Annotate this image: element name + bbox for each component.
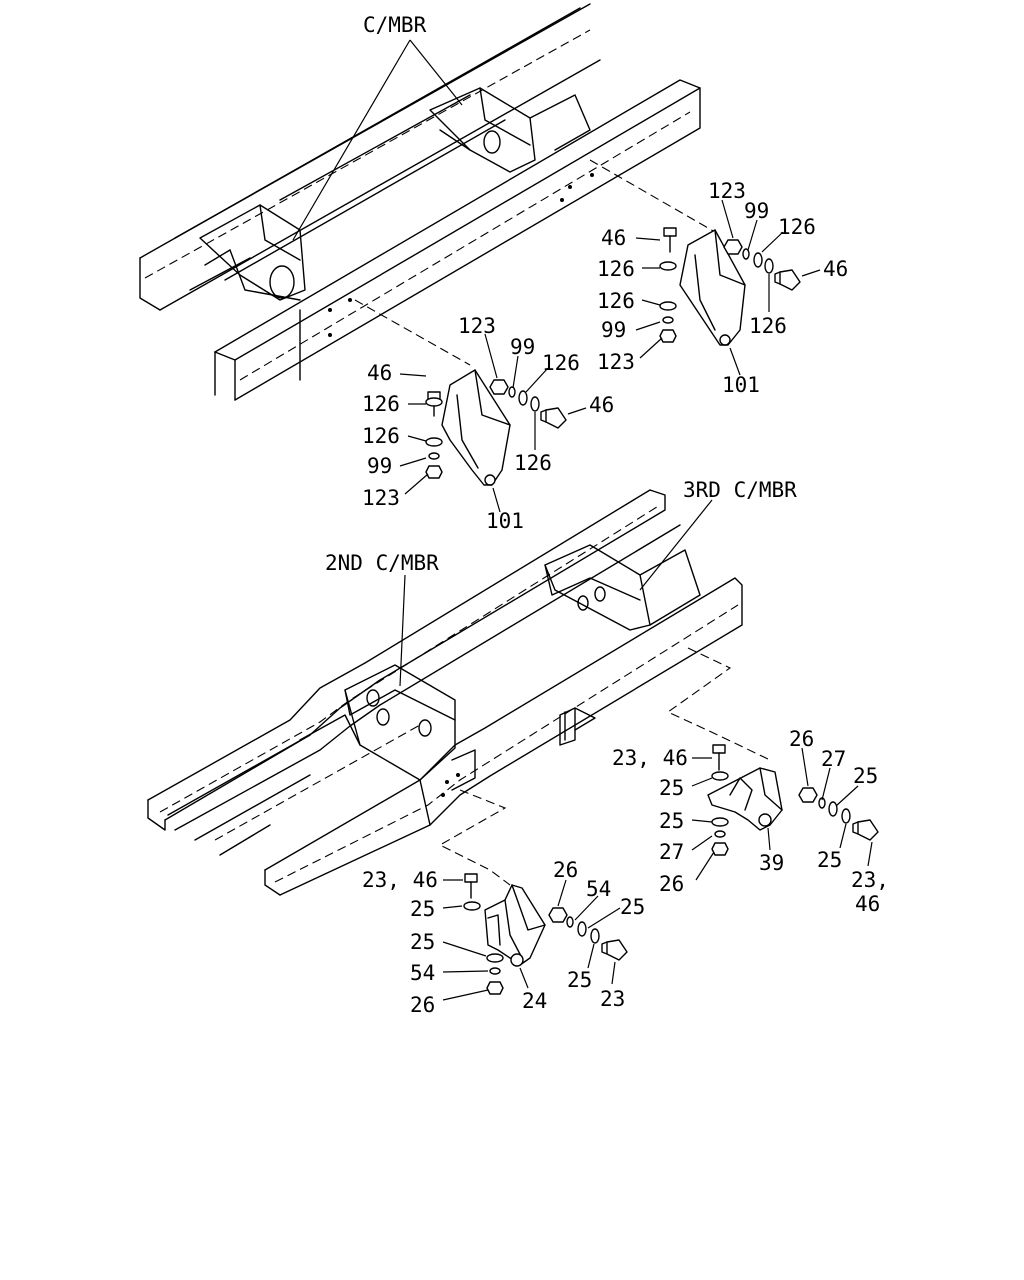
upper-left-washer-left-bottom-label: 126: [362, 424, 400, 448]
lower-right-spring-washer-right-label: 27: [821, 747, 846, 771]
upper-right-washer-left-top-label: 126: [597, 257, 635, 281]
lower-right-bolt-top-label: 23, 46: [612, 746, 688, 770]
cmbr-leader-lines: [292, 39, 463, 241]
upper-left-leaders: [399, 333, 587, 513]
upper-cross-members: [199, 87, 591, 301]
lower-left-washer-top-label: 25: [410, 897, 435, 921]
lower-right-washer-right-label: 25: [853, 764, 878, 788]
lower-right-washer-top-label: 25: [659, 776, 684, 800]
lower-left-bolt-right-label: 23: [600, 987, 625, 1011]
lower-left-bracket: [484, 884, 546, 966]
lower-frame-holes: [441, 773, 460, 797]
upper-left-nut-top-label: 123: [458, 314, 496, 338]
upper-right-spring-washer-bottom-label: 99: [601, 318, 626, 342]
lower-right-bracket-label: 39: [759, 851, 784, 875]
lower-right-washer-right2-label: 25: [817, 848, 842, 872]
upper-right-washer-top-label: 126: [778, 215, 816, 239]
upper-right-guide-line: [589, 159, 716, 233]
upper-left-washer-left-top-label: 126: [362, 392, 400, 416]
lower-right-bracket-assembly: [707, 744, 879, 856]
lower-left-leaders: [442, 879, 621, 1001]
upper-left-bolt-right-label: 46: [589, 393, 614, 417]
lower-left-bracket-assembly: [463, 873, 628, 995]
upper-left-washer-top-label: 126: [542, 351, 580, 375]
lower-right-spring-washer-label: 27: [659, 840, 684, 864]
cmbr-label: C/MBR: [363, 13, 427, 37]
upper-frame-holes: [328, 173, 594, 337]
upper-right-nut-top-label: 123: [708, 179, 746, 203]
upper-left-bracket-assembly: [425, 369, 567, 486]
upper-left-nut-bottom-label: 123: [362, 486, 400, 510]
upper-right-nut-bottom-label: 123: [597, 350, 635, 374]
third-cmbr-label: 3RD C/MBR: [683, 478, 797, 502]
lower-left-nut-bottom-label: 26: [410, 993, 435, 1017]
upper-left-spring-washer-bottom-label: 99: [367, 454, 392, 478]
lower-left-bracket-label: 24: [522, 989, 547, 1013]
lower-right-nut-bottom-label: 26: [659, 872, 684, 896]
lower-left-washer-right2-label: 25: [567, 968, 592, 992]
upper-right-bracket-label: 101: [722, 373, 760, 397]
upper-left-washer-right-label: 126: [514, 451, 552, 475]
lower-left-guide-line: [438, 789, 511, 886]
lower-right-guide-line: [666, 647, 771, 761]
upper-right-leaders: [635, 199, 821, 376]
lower-right-bolt-right-label-a: 23,: [851, 868, 889, 892]
upper-right-washer-left-bottom-label: 126: [597, 289, 635, 313]
upper-left-bolt-top-label: 46: [367, 361, 392, 385]
lower-right-leaders: [691, 747, 873, 881]
third-cmbr-leader: [639, 499, 713, 591]
upper-left-spring-washer-top-label: 99: [510, 335, 535, 359]
lower-frame-rails: [147, 489, 743, 896]
upper-right-washer-right-label: 126: [749, 314, 787, 338]
lower-right-bolt-right-label-b: 46: [855, 892, 880, 916]
lower-right-nut-top-label: 26: [789, 727, 814, 751]
lower-left-bolt-top-label: 23, 46: [362, 868, 438, 892]
lower-left-washer-mid-label: 25: [410, 930, 435, 954]
upper-right-bracket-assembly: [659, 227, 801, 346]
upper-right-spring-washer-top-label: 99: [744, 199, 769, 223]
upper-right-bolt-right-label: 46: [823, 257, 848, 281]
lower-left-nut-top-label: 26: [553, 858, 578, 882]
second-cmbr-leader: [399, 574, 406, 687]
lower-right-washer-mid-label: 25: [659, 809, 684, 833]
upper-left-bracket-label: 101: [486, 509, 524, 533]
second-cmbr-label: 2ND C/MBR: [325, 551, 439, 575]
lower-left-washer-right-label: 25: [620, 895, 645, 919]
lower-left-spring-washer-label: 54: [410, 961, 435, 985]
lower-left-spring-washer-right-label: 54: [586, 877, 611, 901]
upper-right-bolt-top-label: 46: [601, 226, 626, 250]
upper-left-guide-line: [354, 299, 471, 366]
